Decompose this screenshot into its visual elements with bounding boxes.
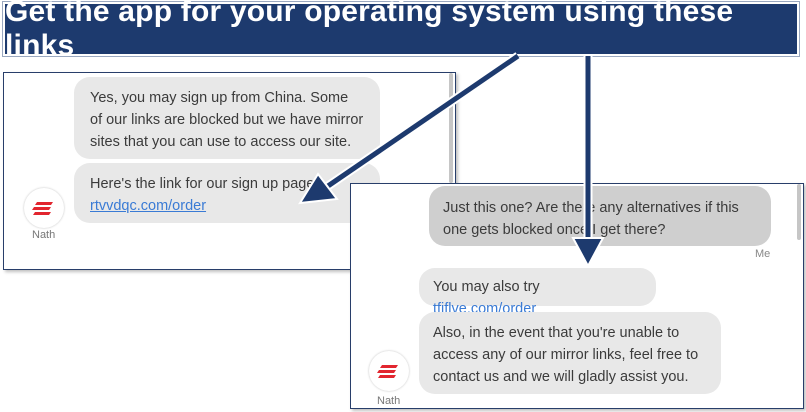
- message-text: You may also try: [433, 279, 540, 295]
- chat-message-bubble: Here's the link for our sign up page: rt…: [74, 163, 380, 223]
- chat-message-bubble: Yes, you may sign up from China. Some of…: [74, 77, 380, 159]
- chat-panel-right: Just this one? Are there any alternative…: [350, 183, 804, 409]
- chat-message-bubble: You may also try tfiflve.com/order: [419, 268, 656, 317]
- expressvpn-logo-icon: [32, 202, 53, 215]
- agent-name: Nath: [377, 395, 401, 407]
- message-text: Here's the link for our sign up page:: [90, 176, 319, 192]
- scrollbar[interactable]: [449, 73, 453, 183]
- user-message-bubble: Just this one? Are there any alternative…: [429, 186, 771, 246]
- message-text: Just this one? Are there any alternative…: [443, 200, 739, 238]
- message-text: Yes, you may sign up from China. Some of…: [90, 90, 364, 150]
- chat-message-bubble: Also, in the event that you're unable to…: [419, 312, 721, 394]
- agent-avatar: [369, 351, 409, 391]
- message-text: Also, in the event that you're unable to…: [433, 325, 699, 385]
- agent-name: Nath: [32, 229, 56, 241]
- user-label: Me: [755, 248, 771, 260]
- signup-link[interactable]: rtvvdqc.com/order: [90, 198, 207, 214]
- expressvpn-logo-icon: [377, 365, 398, 378]
- scrollbar[interactable]: [797, 184, 801, 240]
- agent-avatar: [24, 188, 64, 228]
- banner-title: Get the app for your operating system us…: [3, 0, 799, 62]
